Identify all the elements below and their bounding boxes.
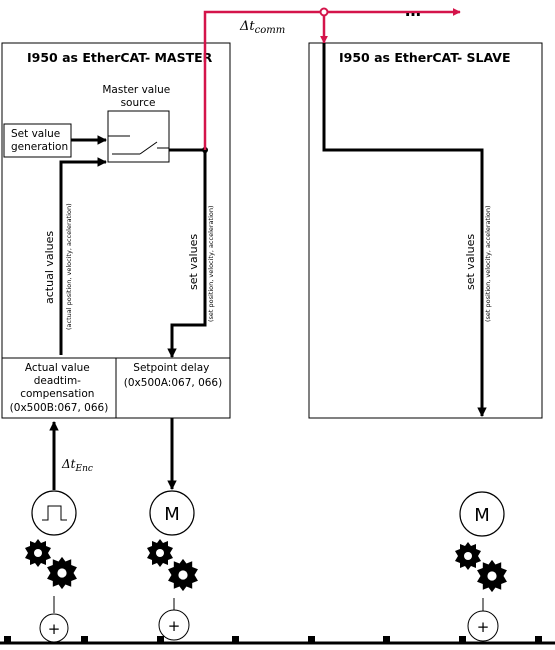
master-set-values-line <box>167 150 207 358</box>
setpoint-delay-label: Setpoint delay (0x500A:067, 066) <box>124 362 222 389</box>
plus-circle-3 <box>467 610 499 642</box>
pulse-icon <box>42 505 67 521</box>
actual-values-detail: (actual position, velocity, acceleration… <box>65 203 73 330</box>
master-title: I950 as EtherCAT- MASTER <box>27 50 213 65</box>
actual-value-compensation-label: Actual value deadtim- compensation (0x50… <box>10 362 109 414</box>
master-motor-icon <box>149 490 195 536</box>
actual-values-line <box>59 157 107 355</box>
gear-icon-master-2 <box>168 558 198 592</box>
slave-set-values-line <box>322 43 487 417</box>
slave-set-values-label: set values <box>464 234 477 290</box>
plus-circle-2 <box>158 609 190 641</box>
switch-icon <box>108 135 169 155</box>
gear-icon-slave-2 <box>477 559 507 593</box>
slave-motor-icon <box>459 491 505 537</box>
actual-values-label: actual values <box>43 231 56 304</box>
master-value-source-label: Master value source <box>102 84 173 109</box>
gear-icon-encoder-2 <box>47 556 77 590</box>
plus-sign-1: + <box>48 620 61 638</box>
comm-ellipsis: … <box>405 1 421 20</box>
master-motor-label: M <box>164 504 180 525</box>
comm-line <box>203 7 461 150</box>
plus-sign-3: + <box>477 618 490 636</box>
master-set-values-detail: (set position, velocity, acceleration) <box>207 205 215 322</box>
comm-junction <box>319 7 329 17</box>
slave-motor-label: M <box>474 505 490 526</box>
encoder-icon <box>31 490 77 536</box>
slave-set-values-detail: (set position, velocity, acceleration) <box>484 205 492 322</box>
slave-box <box>308 42 543 419</box>
gear-icon-master-1 <box>147 539 173 567</box>
delta-t-enc-label: ΔtEnc <box>61 457 93 474</box>
set-value-generation-label: Set value generation <box>11 128 68 153</box>
gear-icon-slave-1 <box>455 542 481 570</box>
gear-icon-encoder-1 <box>25 539 51 567</box>
slave-title: I950 as EtherCAT- SLAVE <box>339 50 511 65</box>
delta-t-comm-label: Δtcomm <box>239 19 285 36</box>
rail-markers <box>4 636 542 643</box>
plus-sign-2: + <box>168 617 181 635</box>
master-set-values-label: set values <box>187 234 200 290</box>
